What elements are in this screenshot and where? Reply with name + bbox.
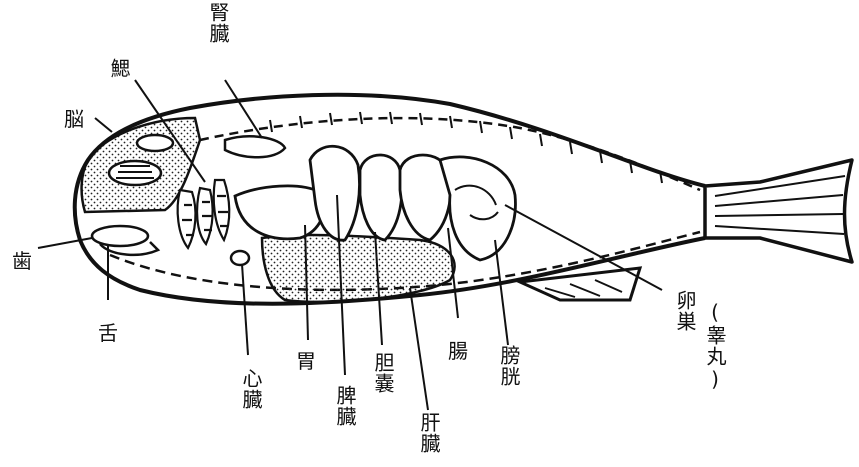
label-bladder: 膀胱 [498, 345, 520, 387]
label-intestine: 腸 [448, 340, 468, 362]
intestine-loop-1 [360, 155, 402, 240]
brain-organ [137, 135, 173, 151]
label-tongue: 舌 [98, 322, 118, 344]
stomach-organ [235, 186, 324, 239]
label-gallbladder: 胆嚢 [372, 352, 394, 394]
tongue-organ [92, 226, 148, 246]
gills [178, 180, 230, 248]
label-kidney: 腎臓 [207, 2, 229, 44]
label-brain: 脳 [64, 108, 84, 130]
label-ovary: 卵巣 [674, 290, 696, 332]
tail-fin [705, 160, 852, 262]
label-spleen: 脾臓 [334, 385, 356, 427]
label-teeth: 歯 [12, 250, 32, 272]
kidney-organ [225, 136, 285, 157]
label-stomach: 胃 [296, 350, 316, 372]
heart-organ [231, 251, 249, 265]
ovary-organ [440, 157, 515, 260]
liver-organ [262, 235, 455, 302]
label-liver: 肝臓 [418, 412, 440, 454]
label-testis: (睾丸) [704, 300, 726, 392]
anal-fin [520, 268, 640, 300]
label-heart: 心臓 [240, 368, 262, 410]
label-gill: 鰓 [108, 58, 130, 79]
